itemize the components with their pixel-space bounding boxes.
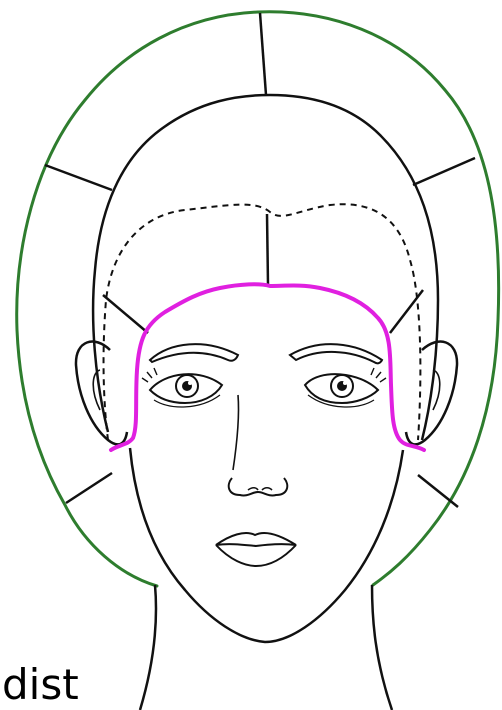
section-line-top [260,13,266,95]
section-line-upper-left [45,165,112,190]
eyebrow-right-icon [290,344,382,363]
eye-left-icon [142,368,222,407]
ear-left-icon [76,342,127,445]
magenta-hairline [111,284,424,450]
section-line-lower-left [66,473,112,503]
section-line-mid-right [390,290,423,333]
neck-right [372,585,392,710]
section-line-upper-right [413,158,475,185]
lips-icon [216,533,296,566]
section-line-lower-right [418,475,458,507]
neck-left [140,585,156,710]
nose-icon [229,395,288,495]
outer-green-boundary [17,12,499,586]
eye-right-icon [305,368,386,407]
eyebrow-left-icon [150,344,238,362]
caption-text: dist [2,664,79,706]
section-line-crown [267,214,268,285]
section-line-mid-left [103,295,148,333]
head-outline [93,95,438,440]
